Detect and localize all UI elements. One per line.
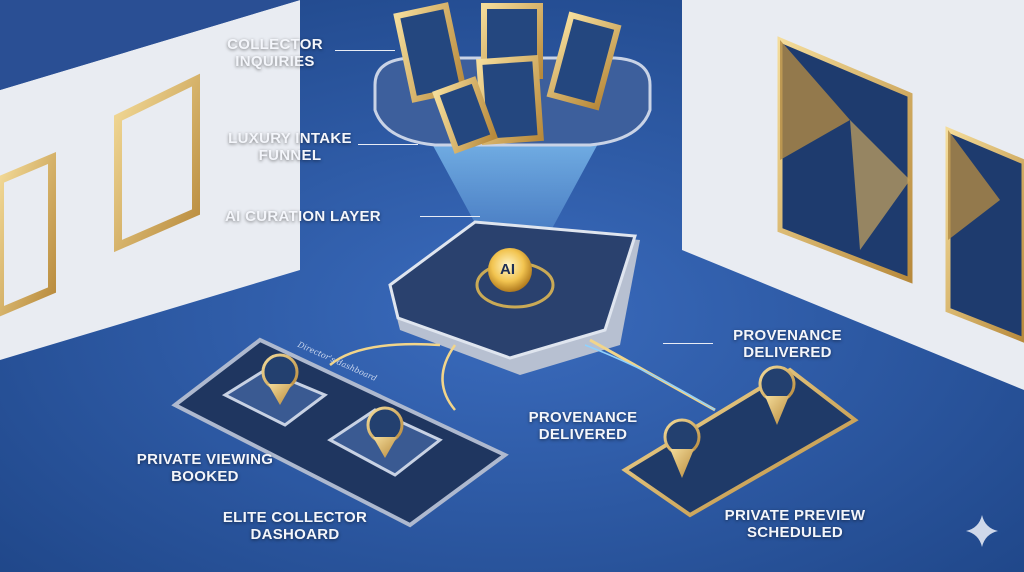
leader-line: [663, 343, 713, 344]
label-provenance-delivered-top: Provenance Delivered: [733, 327, 842, 361]
calendar-pin-icon: [663, 418, 701, 478]
leader-line: [335, 50, 395, 51]
label-private-preview-scheduled: Private Preview Scheduled: [724, 507, 866, 541]
document-pin-icon: [758, 365, 796, 425]
phone-pin-icon: [261, 353, 404, 458]
flow-arrows: [329, 342, 457, 411]
empty-frame: [114, 73, 200, 253]
ai-orb: [488, 248, 532, 292]
empty-frame: [0, 151, 56, 317]
gold-frames: [393, 2, 622, 154]
label-elite-collector-dashboard: Elite Collector Dashoard: [222, 509, 368, 543]
label-ai-curation-layer: AI Curation Layer: [225, 208, 381, 225]
label-collector-inquiries: Collector Inquiries: [227, 36, 323, 70]
label-luxury-intake-funnel: Luxury Intake Funnel: [228, 130, 352, 164]
smartphone: [621, 367, 859, 518]
ai-core-label: AI: [500, 261, 515, 278]
label-provenance-delivered: Provenance Delivered: [528, 409, 638, 443]
leader-line: [420, 216, 480, 217]
leader-line: [358, 144, 418, 145]
sparkle-icon: [966, 515, 998, 547]
label-private-viewing-booked: Private Viewing Booked: [136, 451, 274, 485]
viewing-tile: [221, 368, 328, 427]
left-gallery-wall: [0, 0, 300, 360]
data-beam: [430, 140, 600, 260]
